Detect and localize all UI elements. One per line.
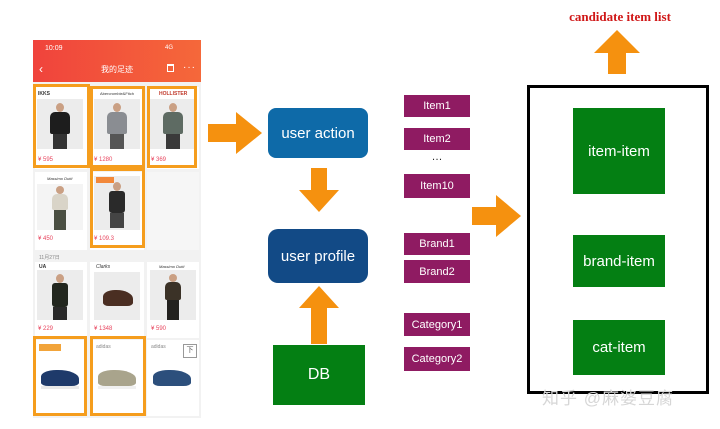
- model-figure: [106, 103, 128, 149]
- highlight-frame: [33, 84, 90, 168]
- promo-badge: [39, 344, 61, 351]
- tag-category2: Category2: [404, 347, 470, 371]
- tag-brand2: Brand2: [404, 260, 470, 283]
- arrow-down-to-profile: [299, 168, 339, 212]
- promo-badge: [96, 177, 114, 183]
- product-price: ¥ 109.3: [94, 236, 115, 242]
- tag-category1: Category1: [404, 313, 470, 336]
- product-card[interactable]: [35, 340, 87, 416]
- product-card[interactable]: UA ¥ 229: [35, 262, 87, 338]
- highlight-frame: [90, 86, 145, 168]
- candidate-cat-item: cat-item: [573, 320, 665, 375]
- product-photo: [94, 176, 140, 230]
- phone-header: 10:09 4G ‹ 我的足迹 ···: [33, 40, 201, 82]
- arrow-up-from-db: [299, 286, 339, 344]
- trash-icon[interactable]: [167, 64, 174, 72]
- product-price: ¥ 1348: [94, 326, 113, 332]
- model-figure: [164, 274, 182, 320]
- product-card[interactable]: IKKS ¥ 595: [35, 87, 87, 169]
- boot-shape: [103, 290, 133, 306]
- product-price: ¥ 450: [38, 236, 54, 242]
- product-brand: adidas: [151, 344, 166, 350]
- product-card[interactable]: ¥ 109.3: [90, 172, 144, 250]
- highlight-frame: [90, 336, 146, 416]
- product-price: ¥ 369: [151, 157, 167, 163]
- candidate-item-item: item-item: [573, 108, 665, 194]
- page-title: 我的足迹: [101, 65, 133, 74]
- product-brand: Clarks: [96, 264, 111, 270]
- product-card[interactable]: Massimo Dutti ¥ 450: [35, 172, 87, 250]
- arrow-right-to-action: [208, 112, 262, 154]
- tag-item1: Item1: [404, 95, 470, 117]
- sneaker-shape: [41, 370, 79, 386]
- user-action-box: user action: [268, 108, 368, 158]
- sneaker-shape: [153, 370, 191, 386]
- sneaker-shape: [98, 370, 136, 386]
- tag-brand1: Brand1: [404, 233, 470, 255]
- product-card[interactable]: Massimo Dutti ¥ 590: [147, 262, 199, 338]
- product-brand: Massimo Dutti: [47, 176, 73, 181]
- model-figure: [106, 182, 128, 228]
- status-signal: 4G: [165, 45, 174, 51]
- tag-item2: Item2: [404, 128, 470, 150]
- phone-screenshot: 10:09 4G ‹ 我的足迹 ··· IKKS ¥ 595 Abercromb…: [33, 40, 201, 418]
- product-price: ¥ 590: [151, 326, 167, 332]
- model-figure: [162, 103, 184, 149]
- model-figure: [51, 186, 69, 230]
- arrow-right-to-candidates: [472, 195, 521, 237]
- product-price: ¥ 229: [38, 326, 54, 332]
- user-profile-box: user profile: [268, 229, 368, 283]
- product-card[interactable]: adidas: [90, 340, 144, 416]
- product-photo: [37, 270, 83, 320]
- model-figure: [49, 274, 71, 320]
- product-card[interactable]: Clarks ¥ 1348: [90, 262, 144, 338]
- highlight-frame: [147, 86, 197, 168]
- tag-ellipsis: …: [431, 151, 443, 163]
- product-brand: UA: [39, 264, 47, 270]
- status-time: 10:09: [45, 45, 63, 52]
- product-card[interactable]: adidas 下: [147, 340, 199, 416]
- arrow-up-to-list: [594, 30, 640, 74]
- product-card[interactable]: Abercrombie&Fitch ¥ 1280: [90, 87, 144, 169]
- product-price: ¥ 595: [38, 157, 54, 163]
- tag-item10: Item10: [404, 174, 470, 198]
- candidate-brand-item: brand-item: [573, 235, 665, 287]
- product-photo: [150, 99, 196, 149]
- highlight-frame: [33, 336, 87, 416]
- corner-badge[interactable]: 下: [183, 344, 197, 358]
- product-photo: [37, 184, 83, 230]
- candidate-list-title: candidate item list: [569, 9, 671, 24]
- product-card-empty: [147, 172, 199, 250]
- product-brand: Abercrombie&Fitch: [100, 91, 135, 96]
- product-card[interactable]: HOLLISTER ¥ 369: [147, 87, 199, 169]
- highlight-frame: [90, 168, 145, 248]
- back-arrow-icon[interactable]: ‹: [39, 62, 43, 76]
- product-brand: adidas: [96, 344, 111, 350]
- product-price: ¥ 1280: [94, 157, 113, 163]
- product-brand: IKKS: [38, 91, 50, 97]
- product-photo: [150, 270, 196, 320]
- model-figure: [49, 103, 71, 149]
- product-brand: HOLLISTER: [159, 91, 188, 97]
- product-brand: Massimo Dutti: [159, 264, 185, 269]
- date-label: 11月27日: [39, 255, 60, 261]
- candidate-list-frame: [527, 85, 709, 394]
- db-box: DB: [273, 345, 365, 405]
- product-photo: [94, 272, 140, 320]
- product-photo: [94, 99, 140, 149]
- watermark: 知乎 @麻婆豆腐: [542, 389, 674, 408]
- product-photo: [37, 99, 83, 149]
- more-icon[interactable]: ···: [183, 62, 196, 73]
